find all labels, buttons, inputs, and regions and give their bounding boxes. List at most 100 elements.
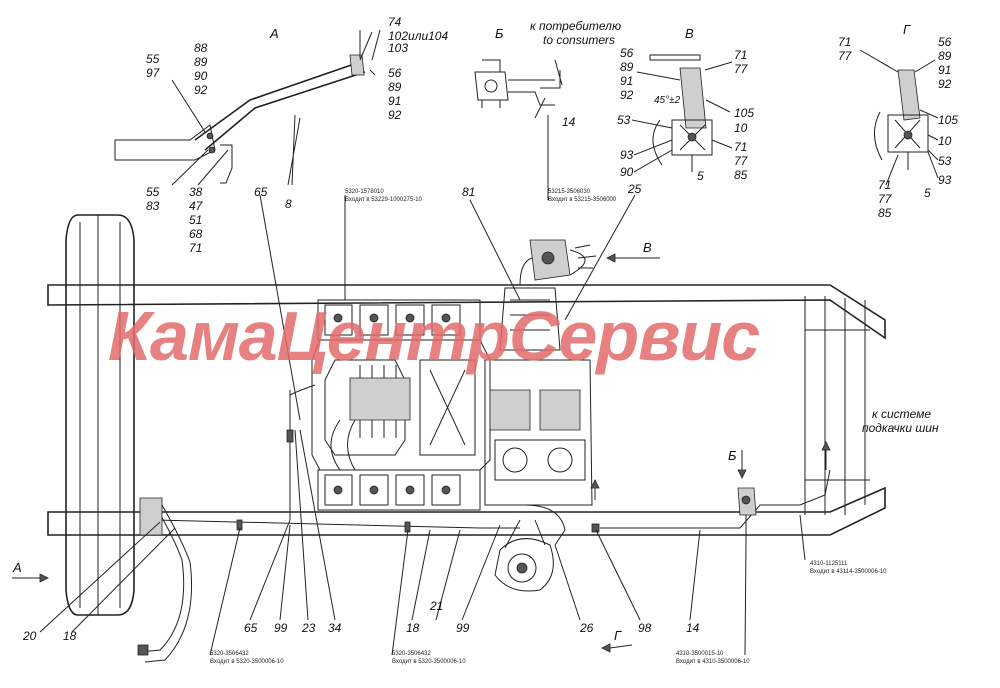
part-code-6: 4310-1125111 Входит в 43114-3500006-10 — [810, 561, 887, 575]
svg-text:71: 71 — [734, 48, 747, 62]
svg-text:85: 85 — [878, 206, 892, 220]
svg-text:89: 89 — [620, 60, 634, 74]
note-consumers-en: to consumers — [543, 33, 615, 47]
svg-text:38: 38 — [189, 185, 203, 199]
svg-text:5: 5 — [697, 169, 704, 183]
arrow-label-b: Б — [728, 448, 737, 463]
svg-text:34: 34 — [328, 621, 342, 635]
arrow-label-v: В — [643, 240, 652, 255]
view-label-v: В — [685, 26, 694, 41]
svg-text:56: 56 — [620, 46, 634, 60]
watermark: КамаЦентрСервис — [108, 297, 759, 375]
svg-text:51: 51 — [189, 213, 202, 227]
svg-text:93: 93 — [620, 148, 634, 162]
svg-text:21: 21 — [429, 599, 443, 613]
svg-text:93: 93 — [938, 173, 952, 187]
svg-text:5: 5 — [924, 186, 931, 200]
svg-text:90: 90 — [620, 165, 634, 179]
view-g-detail — [874, 69, 929, 170]
svg-text:Входит в 43114-3500006-10: Входит в 43114-3500006-10 — [810, 569, 887, 575]
view-b-detail — [474, 59, 563, 108]
svg-text:77: 77 — [838, 49, 853, 63]
svg-text:55: 55 — [146, 52, 160, 66]
svg-text:Входит в 53229-1000275-10: Входит в 53229-1000275-10 — [345, 197, 423, 203]
svg-text:55: 55 — [146, 185, 160, 199]
svg-text:85: 85 — [734, 168, 748, 182]
view-label-b: Б — [495, 26, 504, 41]
svg-text:5320-3506432: 5320-3506432 — [392, 651, 431, 657]
callouts-main: 65 81 25 20 18 65 99 23 34 18 21 99 26 9… — [22, 182, 700, 643]
brake-chamber-top — [529, 239, 597, 281]
svg-text:68: 68 — [189, 227, 203, 241]
svg-text:4310-1125111: 4310-1125111 — [810, 561, 848, 567]
svg-text:74: 74 — [388, 15, 402, 29]
svg-text:71: 71 — [838, 35, 851, 49]
svg-text:65: 65 — [244, 621, 258, 635]
brake-chamber-bottom — [494, 519, 554, 592]
svg-text:26: 26 — [579, 621, 594, 635]
svg-text:71: 71 — [734, 140, 747, 154]
view-label-g: Г — [903, 22, 911, 37]
svg-text:90: 90 — [194, 69, 208, 83]
svg-text:103: 103 — [388, 41, 408, 55]
callouts-view-v: 56 89 91 92 71 77 105 10 53 93 90 71 77 … — [617, 46, 754, 183]
arrow-label-a: А — [12, 560, 22, 575]
svg-text:71: 71 — [189, 241, 202, 255]
svg-text:53: 53 — [938, 154, 952, 168]
svg-text:89: 89 — [194, 55, 208, 69]
svg-text:88: 88 — [194, 41, 208, 55]
svg-text:92: 92 — [388, 108, 402, 122]
part-code-2: 53215-3506030 Входит в 53215-3506000 — [548, 189, 617, 203]
svg-text:10: 10 — [734, 121, 748, 135]
callouts-view-g: 71 77 56 89 91 92 105 10 53 93 71 77 85 … — [838, 35, 958, 220]
svg-text:Входит в 5320-3500006-10: Входит в 5320-3500006-10 — [392, 659, 466, 665]
svg-text:56: 56 — [938, 35, 952, 49]
svg-text:89: 89 — [938, 49, 952, 63]
view-label-a: А — [269, 26, 279, 41]
svg-text:98: 98 — [638, 621, 652, 635]
svg-text:18: 18 — [406, 621, 420, 635]
svg-text:77: 77 — [734, 62, 749, 76]
svg-text:5320-1578010: 5320-1578010 — [345, 189, 384, 195]
note-tire-inflation-1: к системе — [872, 407, 931, 421]
svg-text:71: 71 — [878, 178, 891, 192]
gearbox — [484, 287, 593, 506]
engine-block — [311, 299, 491, 511]
note-consumers-ru: к потребителю — [530, 19, 621, 33]
svg-text:99: 99 — [456, 621, 470, 635]
svg-text:53: 53 — [617, 113, 631, 127]
svg-text:25: 25 — [627, 182, 642, 196]
svg-text:Входит в 53215-3506000: Входит в 53215-3506000 — [548, 197, 617, 203]
chassis-frame — [47, 284, 886, 536]
svg-text:92: 92 — [938, 77, 952, 91]
svg-text:92: 92 — [620, 88, 634, 102]
arrow-label-g: Г — [614, 628, 622, 643]
svg-text:89: 89 — [388, 80, 402, 94]
svg-text:102или104: 102или104 — [388, 29, 448, 43]
svg-text:91: 91 — [620, 74, 633, 88]
svg-text:65: 65 — [254, 185, 268, 199]
svg-text:105: 105 — [938, 113, 958, 127]
part-code-1: 5320-1578010 Входит в 53229-1000275-10 — [345, 189, 423, 203]
svg-text:47: 47 — [189, 199, 204, 213]
svg-text:53215-3506030: 53215-3506030 — [548, 189, 591, 195]
svg-text:20: 20 — [22, 629, 37, 643]
svg-text:4310-3500015-10: 4310-3500015-10 — [676, 651, 724, 657]
svg-text:10: 10 — [938, 134, 952, 148]
svg-text:18: 18 — [63, 629, 77, 643]
svg-text:81: 81 — [462, 185, 475, 199]
callouts-view-a: 74 102или104 103 56 89 91 92 88 89 90 92… — [146, 15, 448, 255]
note-tire-inflation-2: подкачки шин — [862, 421, 939, 435]
svg-text:Входит в 5320-3500006-10: Входит в 5320-3500006-10 — [210, 659, 284, 665]
part-code-3: 5320-3506432 Входит в 5320-3500006-10 — [210, 651, 284, 665]
front-wheel — [65, 214, 135, 616]
part-code-5: 4310-3500015-10 Входит в 4310-3500006-10 — [676, 651, 750, 665]
svg-text:91: 91 — [388, 94, 401, 108]
svg-text:77: 77 — [878, 192, 893, 206]
leader-lines — [12, 29, 939, 656]
svg-text:97: 97 — [146, 66, 161, 80]
svg-text:Входит в 4310-3500006-10: Входит в 4310-3500006-10 — [676, 659, 750, 665]
svg-text:92: 92 — [194, 83, 208, 97]
